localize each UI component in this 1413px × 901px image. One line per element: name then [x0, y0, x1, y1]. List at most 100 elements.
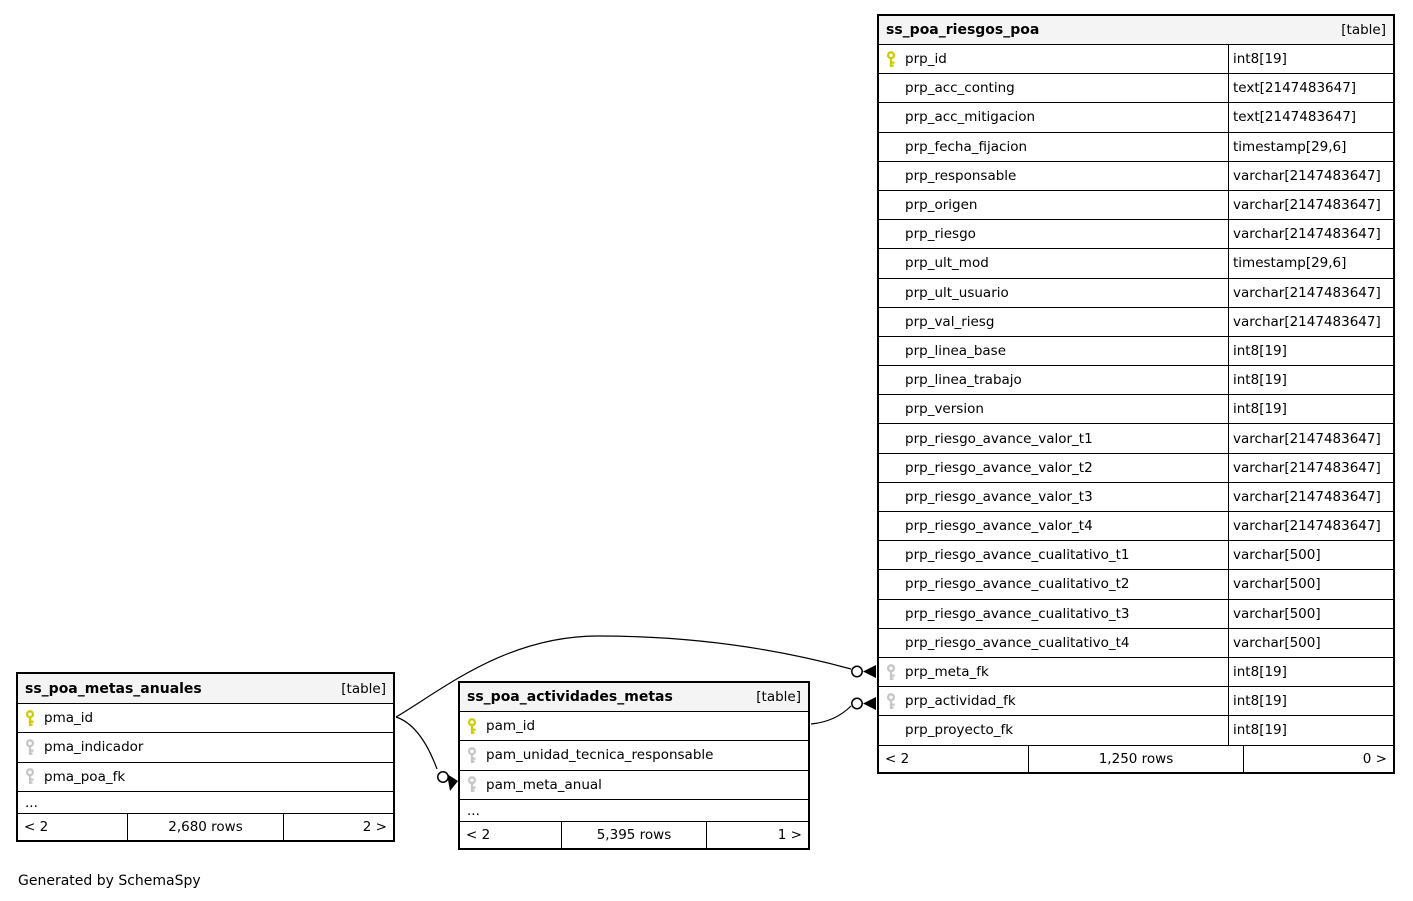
- relationship-line-actividad-fk: [810, 697, 876, 725]
- footer-row-count: 2,680 rows: [126, 814, 285, 841]
- column-name: prp_responsable: [905, 167, 1017, 184]
- table-row: pam_unidad_tecnica_responsable: [460, 741, 808, 771]
- column-type: varchar[500]: [1228, 599, 1393, 628]
- column-name: prp_riesgo_avance_cualitativo_t4: [905, 634, 1130, 651]
- column-type: varchar[500]: [1228, 628, 1393, 657]
- column-name: prp_riesgo_avance_cualitativo_t2: [905, 576, 1130, 593]
- table-badge: [table]: [341, 680, 386, 697]
- column-name: pma_poa_fk: [44, 768, 126, 785]
- column-name-cell: prp_acc_mitigacion: [879, 103, 1228, 131]
- footer-next-count: 0 >: [1362, 750, 1387, 767]
- column-name-cell: pma_poa_fk: [18, 763, 393, 791]
- footer-prev-count: < 2: [24, 819, 49, 836]
- table-row: prp_riesgo_avance_cualitativo_t4 varchar[…: [879, 628, 1393, 658]
- table-row: pam_id: [460, 712, 808, 742]
- footer-next-count: 2 >: [362, 819, 387, 836]
- column-type: varchar[2147483647]: [1228, 307, 1393, 336]
- column-type: varchar[500]: [1228, 541, 1393, 570]
- column-name: prp_ult_usuario: [905, 284, 1009, 301]
- foreign-key-icon: [886, 692, 896, 709]
- table-row: prp_id int8[19]: [879, 45, 1393, 75]
- footer-prev-count: < 2: [466, 827, 491, 844]
- column-name: pam_meta_anual: [486, 776, 602, 793]
- column-name: pma_indicador: [44, 739, 144, 756]
- primary-key-icon: [467, 717, 477, 734]
- column-type: int8[19]: [1228, 687, 1393, 716]
- column-name: prp_linea_base: [905, 342, 1007, 359]
- column-name: prp_id: [905, 51, 947, 68]
- table-row: prp_ult_usuario varchar[2147483647]: [879, 278, 1393, 308]
- column-type: int8[19]: [1228, 716, 1393, 745]
- column-name-cell: prp_riesgo_avance_cualitativo_t4: [879, 629, 1228, 657]
- column-name: prp_riesgo_avance_valor_t4: [905, 518, 1093, 535]
- column-name: prp_riesgo_avance_valor_t1: [905, 430, 1093, 447]
- table-header: ss_poa_actividades_metas [table]: [460, 683, 808, 712]
- column-type: varchar[2147483647]: [1228, 278, 1393, 307]
- column-name: prp_riesgo_avance_cualitativo_t3: [905, 605, 1130, 622]
- arrowhead-icon: [863, 665, 876, 678]
- column-name-cell: prp_val_riesg: [879, 308, 1228, 336]
- column-name-cell: prp_id: [879, 45, 1228, 73]
- table-row: pma_poa_fk: [18, 762, 393, 792]
- footer-prev-count: < 2: [885, 750, 910, 767]
- column-name-cell: prp_linea_trabajo: [879, 366, 1228, 394]
- column-type: text[2147483647]: [1228, 74, 1393, 103]
- cardinality-circle: [851, 697, 863, 710]
- column-type: varchar[500]: [1228, 570, 1393, 599]
- column-name-cell: prp_ult_mod: [879, 249, 1228, 277]
- column-name: pam_id: [486, 718, 536, 735]
- footer-row-count: 5,395 rows: [560, 822, 708, 849]
- table-row: prp_riesgo_avance_cualitativo_t3 varchar[…: [879, 599, 1393, 629]
- column-type: varchar[2147483647]: [1228, 512, 1393, 541]
- table-row: prp_riesgo_avance_cualitativo_t2 varchar[…: [879, 570, 1393, 600]
- column-type: varchar[2147483647]: [1228, 424, 1393, 453]
- table-row: pam_meta_anual: [460, 770, 808, 800]
- column-name-cell: prp_origen: [879, 191, 1228, 219]
- column-name-cell: prp_responsable: [879, 162, 1228, 190]
- column-name: pma_id: [44, 710, 94, 727]
- column-name-cell: pma_id: [18, 704, 393, 732]
- column-name: prp_proyecto_fk: [905, 722, 1014, 739]
- table-row: pma_indicador: [18, 733, 393, 763]
- column-name: prp_version: [905, 401, 984, 418]
- primary-key-icon: [25, 709, 35, 726]
- table-badge: [table]: [756, 689, 801, 705]
- foreign-key-icon: [467, 776, 477, 793]
- column-name-cell: prp_linea_base: [879, 337, 1228, 365]
- table-row: prp_proyecto_fk int8[19]: [879, 716, 1393, 746]
- column-name: prp_fecha_fijacion: [905, 138, 1028, 155]
- column-name-cell: prp_ult_usuario: [879, 279, 1228, 307]
- table-title[interactable]: ss_poa_riesgos_poa: [886, 22, 1040, 38]
- column-name-cell: prp_riesgo_avance_valor_t1: [879, 424, 1228, 452]
- column-name: prp_linea_trabajo: [905, 372, 1022, 389]
- arrowhead-icon: [863, 697, 876, 710]
- table-title[interactable]: ss_poa_metas_anuales: [25, 680, 202, 697]
- column-name-cell: prp_riesgo_avance_cualitativo_t3: [879, 600, 1228, 628]
- column-type: int8[19]: [1228, 336, 1393, 366]
- column-type: varchar[2147483647]: [1228, 220, 1393, 249]
- table-header: ss_poa_metas_anuales [table]: [18, 674, 393, 704]
- truncated-columns-row: ...: [460, 800, 808, 823]
- column-name-cell: pam_unidad_tecnica_responsable: [460, 741, 808, 769]
- primary-key-icon: [886, 50, 896, 67]
- column-name-cell: pma_indicador: [18, 733, 393, 761]
- column-name: prp_riesgo_avance_cualitativo_t1: [905, 547, 1130, 564]
- column-name: prp_val_riesg: [905, 313, 995, 330]
- foreign-key-icon: [25, 768, 35, 785]
- table-header: ss_poa_riesgos_poa[table]: [879, 16, 1393, 45]
- column-type: int8[19]: [1228, 657, 1393, 687]
- table-title[interactable]: ss_poa_actividades_metas: [467, 689, 673, 705]
- column-name: prp_acc_mitigacion: [905, 109, 1036, 126]
- table-row: prp_riesgo_avance_valor_t4 varchar[214748…: [879, 512, 1393, 542]
- column-type: int8[19]: [1228, 45, 1393, 74]
- table-row: prp_linea_base int8[19]: [879, 336, 1393, 367]
